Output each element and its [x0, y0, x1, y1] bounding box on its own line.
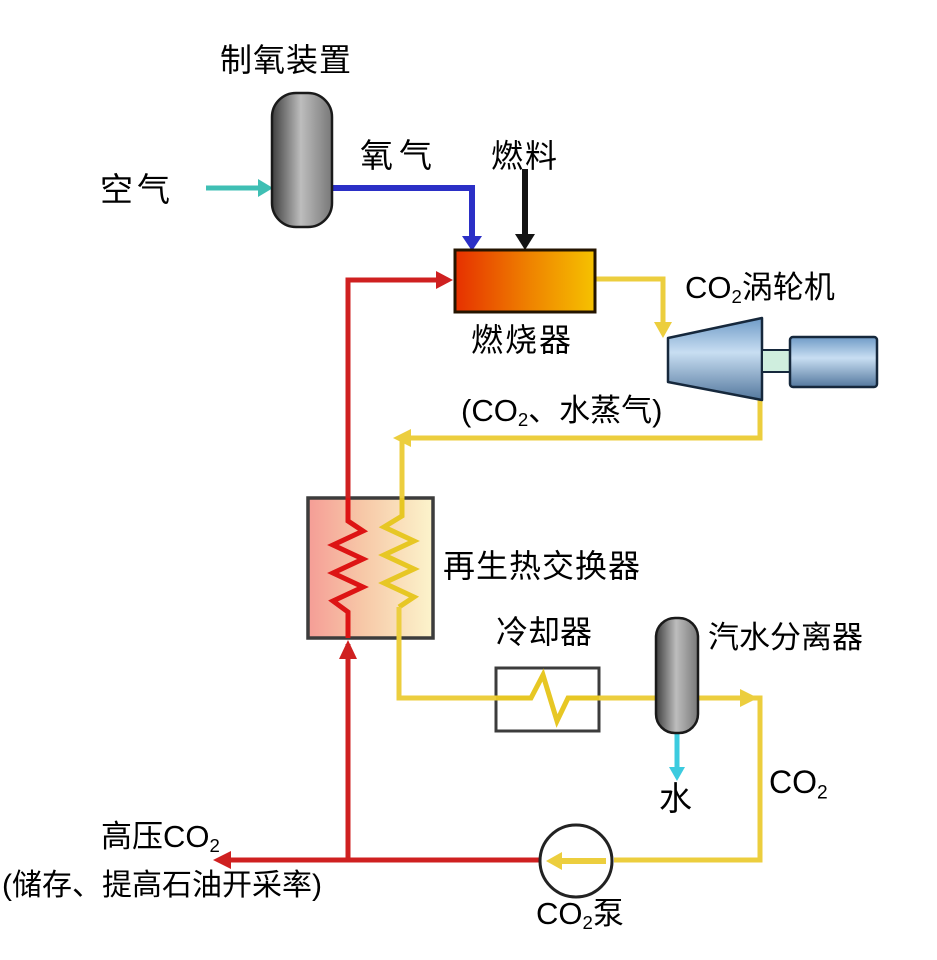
pump-label: CO2泵: [536, 896, 624, 934]
arrow-co2-right-icon: [740, 689, 758, 707]
arrow-water-icon: [669, 767, 685, 781]
hp-co2-note-label: (储存、提高石油开采率): [2, 869, 322, 902]
arrow-riser-up-icon: [339, 640, 357, 659]
generator-body: [788, 335, 879, 389]
combustor-label: 燃烧器: [471, 322, 574, 358]
separator-label: 汽水分离器: [708, 620, 863, 655]
pipe-combustor-to-turbine: [595, 276, 666, 324]
cooler-label: 冷却器: [496, 614, 593, 650]
hx-red-coil: [327, 498, 369, 638]
arrow-oxygen-icon: [462, 236, 482, 251]
turbine-label: CO2涡轮机: [685, 270, 835, 308]
turbine-shaft: [761, 349, 791, 373]
cooler-coil: [496, 668, 599, 728]
pipe-hx-to-cooler: [396, 607, 496, 701]
pipe-turbine-exhaust: [399, 399, 763, 498]
arrow-hp-co2-icon: [213, 851, 231, 869]
pipe-oxygen: [332, 185, 475, 239]
oxygen-plant-vessel: [270, 91, 334, 229]
arrow-air-icon: [258, 179, 273, 197]
combustor-box: [453, 248, 597, 314]
regenerator-label: 再生热交换器: [443, 548, 642, 584]
separator-vessel: [654, 616, 700, 735]
turbine-body: [666, 316, 764, 402]
air-label: 空气: [100, 171, 174, 208]
pump-internal-arrow-icon: [546, 852, 562, 870]
arrow-fuel-icon: [515, 234, 535, 250]
arrow-exhaust-left-icon: [393, 429, 411, 447]
oxygen-label: 氧气: [360, 137, 438, 174]
fuel-label: 燃料: [491, 138, 560, 174]
arrow-turbine-inlet-icon: [654, 322, 672, 338]
hx-yellow-coil: [378, 498, 420, 610]
turbine-exhaust-label: (CO2、水蒸气): [461, 393, 663, 431]
hp-co2-label: 高压CO2: [101, 819, 220, 857]
arrow-combustor-inlet-icon: [436, 271, 453, 289]
pipe-riser-to-combustor: [345, 277, 445, 498]
water-label: 水: [659, 780, 692, 817]
oxygen-plant-label: 制氧装置: [219, 42, 352, 78]
co2-stream-label: CO2: [769, 764, 828, 804]
